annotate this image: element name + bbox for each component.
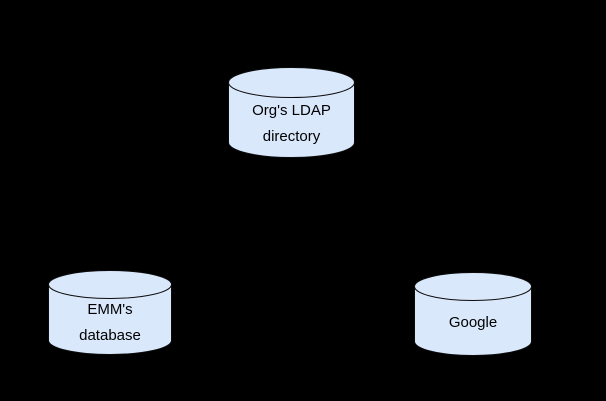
cylinder-top-ellipse: [414, 272, 532, 301]
cylinder-shape-ldap: [228, 67, 355, 158]
cylinder-node-google[interactable]: Google: [414, 272, 532, 356]
cylinder-top-ellipse: [48, 270, 172, 299]
cylinder-shape-google: [414, 272, 532, 356]
cylinder-node-emm[interactable]: EMM's database: [48, 270, 172, 355]
cylinder-node-ldap[interactable]: Org's LDAP directory: [228, 67, 355, 158]
cylinder-top-ellipse: [228, 67, 355, 98]
cylinder-shape-emm: [48, 270, 172, 355]
